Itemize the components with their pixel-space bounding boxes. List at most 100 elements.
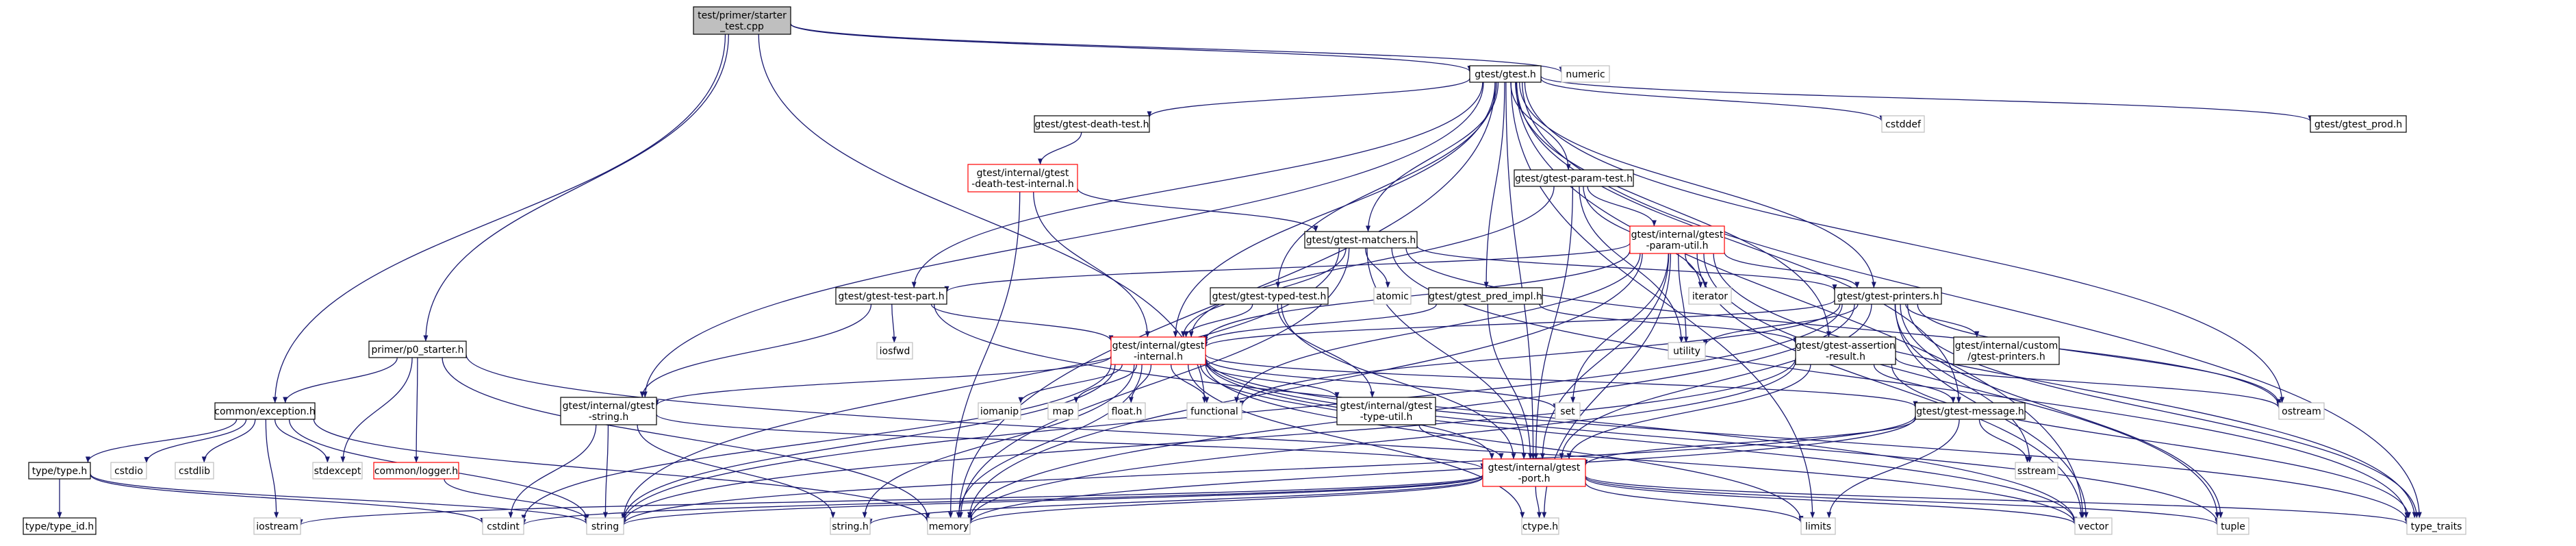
- edge-pred_impl-to-assertion_result: [1539, 303, 1798, 344]
- edge-gtest_h-to-type_traits: [1522, 82, 2422, 519]
- node-iomanip: iomanip: [978, 402, 1021, 420]
- node-box: [1034, 115, 1150, 133]
- edge-matchers-to-ostream: [1405, 247, 2282, 408]
- node-internal-string[interactable]: gtest/internal/gtest-string.h: [560, 397, 657, 425]
- edge-type_util-to-port: [1418, 424, 1504, 460]
- node-death-test[interactable]: gtest/gtest-death-test.h: [1034, 115, 1150, 133]
- node-box: [2217, 517, 2249, 535]
- edge-param_util-to-port: [1540, 253, 1670, 460]
- node-label: -param-util.h: [1646, 240, 1708, 251]
- node-p0-starter[interactable]: primer/p0_starter.h: [368, 340, 467, 358]
- node-custom-printers[interactable]: gtest/internal/custom/gtest-printers.h: [1953, 336, 2060, 365]
- edge-pred_impl-to-port: [1487, 303, 1533, 460]
- edge-printers-to-tuple: [1900, 303, 2223, 519]
- node-set: set: [1555, 402, 1581, 420]
- node-label: iterator: [1692, 291, 1728, 302]
- edge-port-to-memory: [967, 477, 1483, 525]
- node-box: [1521, 517, 1559, 535]
- node-gtest-h[interactable]: gtest/gtest.h: [1469, 65, 1542, 83]
- edge-param_test-to-utility: [1579, 186, 1684, 343]
- node-ostream: ostream: [2278, 402, 2325, 420]
- edge-death_internal-to-memory: [948, 191, 1021, 519]
- edge-type_h-to-string: [90, 473, 589, 525]
- edge-p0_starter-to-vector: [466, 354, 2078, 525]
- node-typed-test[interactable]: gtest/gtest-typed-test.h: [1210, 287, 1329, 305]
- node-numeric: numeric: [1561, 65, 1610, 83]
- node-label: ostream: [2282, 406, 2321, 417]
- node-gtest-prod[interactable]: gtest/gtest_prod.h: [2310, 115, 2407, 133]
- node-type-h[interactable]: type/type.h: [28, 462, 91, 480]
- node-logger[interactable]: common/logger.h: [373, 462, 459, 480]
- edge-assertion_result-to-ostream: [1895, 357, 2282, 409]
- node-label: tuple: [2221, 521, 2245, 532]
- node-label: gtest/gtest-death-test.h: [1034, 119, 1149, 130]
- node-tuple: tuple: [2217, 517, 2249, 535]
- node-label: gtest/gtest-message.h: [1916, 406, 2024, 417]
- node-label: primer/p0_starter.h: [371, 345, 463, 356]
- node-exception[interactable]: common/exception.h: [214, 402, 316, 420]
- edge-printers-to-type_traits: [1907, 303, 2419, 519]
- node-cstdio: cstdio: [110, 462, 147, 480]
- edge-exception-to-type_h: [85, 419, 238, 463]
- node-box: [927, 517, 971, 535]
- edge-test_part-to-internal_string: [639, 303, 872, 398]
- edge-root-to-exception: [272, 34, 726, 404]
- node-box: [1336, 397, 1436, 425]
- edge-printers-to-ostream: [1917, 303, 2282, 406]
- edge-root-to-functional: [758, 34, 1207, 404]
- edge-printers-to-custom_printers: [1905, 303, 1980, 338]
- edge-port-to-string: [621, 475, 1483, 525]
- node-box: [1555, 402, 1581, 420]
- edge-gtest_h-to-vector: [1515, 82, 2085, 519]
- edge-typed_test-to-port: [1281, 303, 1516, 460]
- node-label: gtest/internal/gtest: [1488, 462, 1581, 473]
- node-vector: vector: [2074, 517, 2113, 535]
- edge-gtest_h-to-port: [1505, 82, 1536, 460]
- node-test-part[interactable]: gtest/gtest-test-part.h: [835, 287, 947, 305]
- edge-death_test-to-death_internal: [1038, 132, 1082, 165]
- node-type-util[interactable]: gtest/internal/gtest-type-util.h: [1336, 397, 1436, 425]
- node-cstdint: cstdint: [482, 517, 524, 535]
- node-box: [830, 517, 871, 535]
- node-param-test[interactable]: gtest/gtest-param-test.h: [1514, 169, 1634, 187]
- edge-gtest_internal-to-tuple: [1205, 358, 2220, 524]
- edge-gtest_h-to-message: [1516, 82, 1961, 404]
- edge-gtest_internal-to-internal_string: [654, 356, 1112, 406]
- edge-typed_test-to-type_util: [1277, 303, 1375, 398]
- edge-param_util-to-test_part: [944, 243, 1631, 293]
- node-cstdlib: cstdlib: [175, 462, 214, 480]
- edge-gtest_internal-to-limits: [1205, 363, 1804, 522]
- node-box: [1373, 287, 1412, 305]
- edge-p0_starter-to-logger: [413, 357, 419, 463]
- node-message[interactable]: gtest/gtest-message.h: [1915, 402, 2026, 420]
- edge-gtest_internal-to-vector: [1205, 359, 2078, 523]
- edge-test_part-to-vector: [934, 303, 2078, 523]
- node-param-util[interactable]: gtest/internal/gtest-param-util.h: [1629, 225, 1725, 254]
- node-pred-impl[interactable]: gtest/gtest_pred_impl.h: [1428, 287, 1543, 305]
- node-assertion-result[interactable]: gtest/gtest-assertion-result.h: [1795, 336, 1896, 365]
- node-type-id[interactable]: type/type_id.h: [23, 517, 97, 535]
- node-box: [1668, 342, 1706, 360]
- node-iostream: iostream: [253, 517, 301, 535]
- dependency-edges: [57, 23, 2422, 526]
- node-box: [2015, 462, 2058, 480]
- node-printers[interactable]: gtest/gtest-printers.h: [1834, 287, 1942, 305]
- node-iterator: iterator: [1688, 287, 1732, 305]
- node-matchers[interactable]: gtest/gtest-matchers.h: [1304, 231, 1418, 249]
- edge-death_internal-to-matchers: [1077, 188, 1318, 232]
- edge-gtest_internal-to-iomanip: [1018, 364, 1123, 404]
- node-string-h: string.h: [830, 517, 871, 535]
- node-gtest-internal[interactable]: gtest/internal/gtest-internal.h: [1110, 336, 1206, 365]
- node-iosfwd: iosfwd: [876, 342, 913, 360]
- node-root[interactable]: test/primer/starter_test.cpp: [693, 6, 791, 35]
- node-string: string: [586, 517, 624, 535]
- node-port[interactable]: gtest/internal/gtest-port.h: [1482, 458, 1586, 487]
- node-box: [967, 164, 1078, 193]
- node-stdexcept: stdexcept: [312, 462, 363, 480]
- node-death-internal[interactable]: gtest/internal/gtest-death-test-internal…: [967, 164, 1078, 193]
- edge-port-to-vector: [1585, 477, 2078, 525]
- edge-root-to-gtest_h: [790, 23, 1472, 72]
- node-label: gtest/internal/gtest: [1631, 229, 1724, 240]
- edge-internal_string-to-string: [602, 424, 609, 519]
